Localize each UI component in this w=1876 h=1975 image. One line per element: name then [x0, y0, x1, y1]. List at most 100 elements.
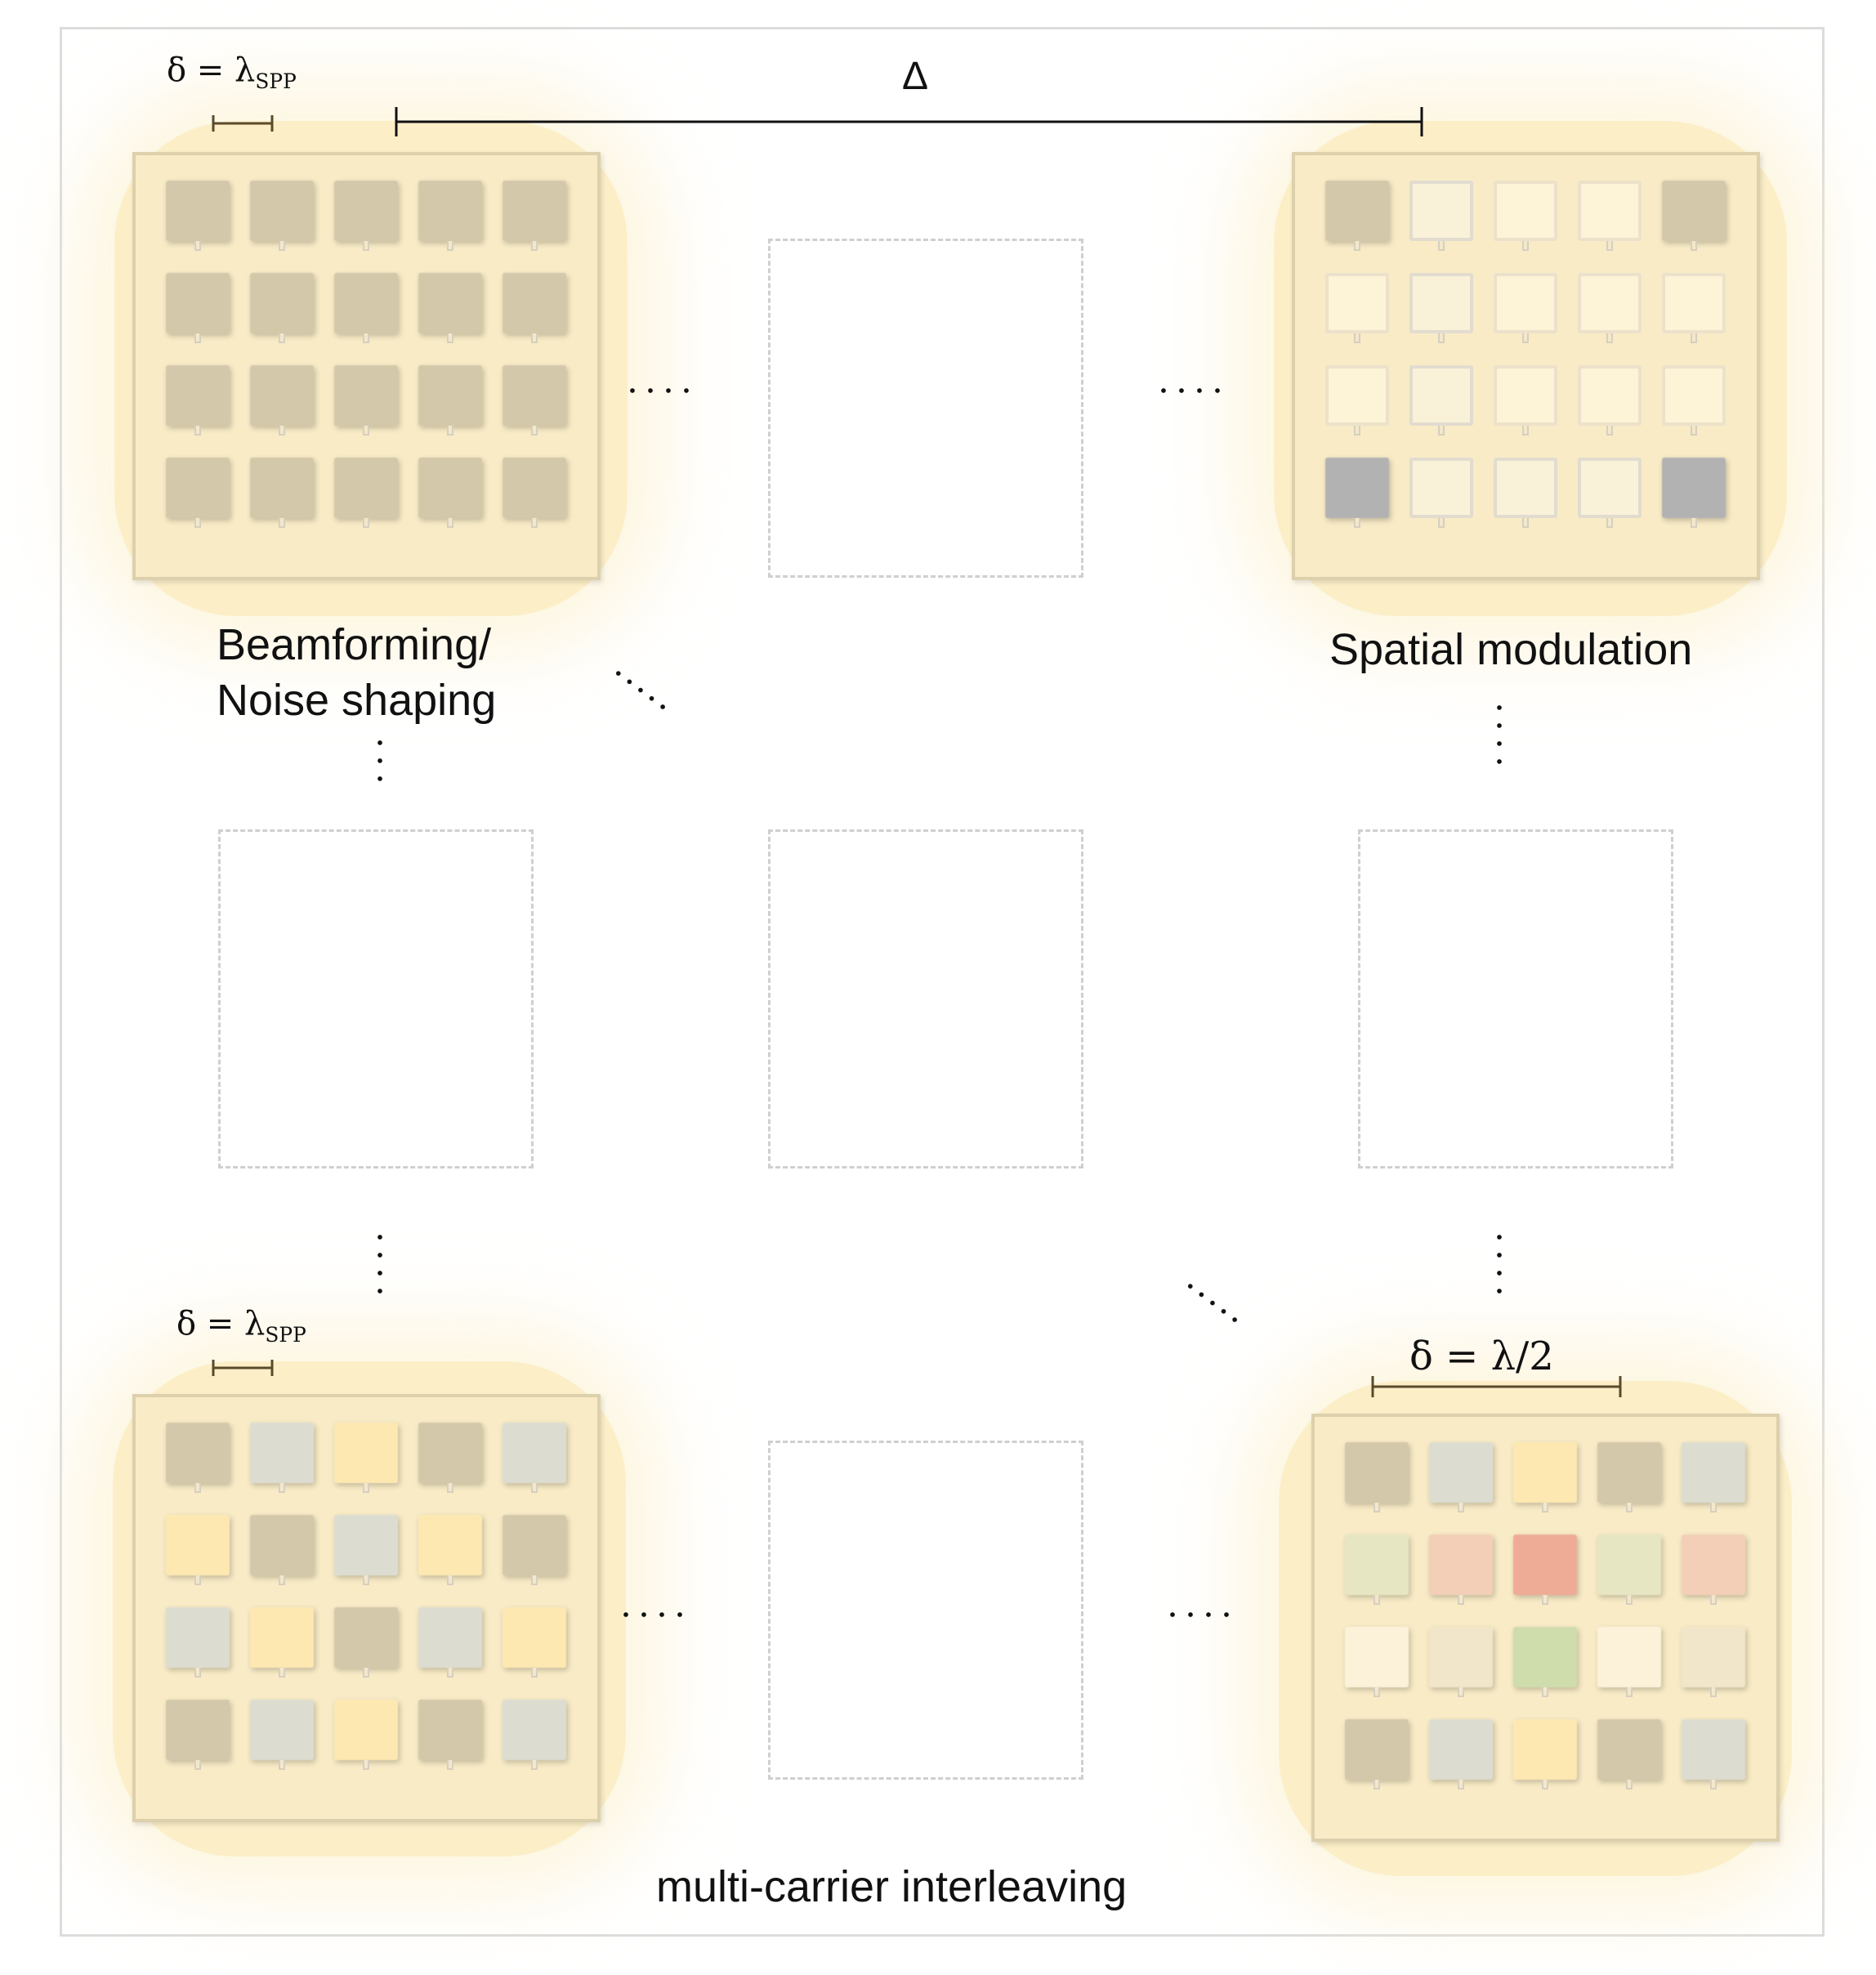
antenna-element — [334, 181, 398, 241]
spatial-modulation-label: Spatial modulation — [1329, 625, 1693, 674]
antenna-feed — [1438, 426, 1445, 436]
antenna-element — [250, 273, 314, 333]
antenna-element — [1682, 1442, 1745, 1503]
antenna-feed — [1374, 1503, 1380, 1513]
antenna-feed — [1458, 1780, 1464, 1790]
antenna-element — [1429, 1627, 1493, 1687]
antenna-feed — [194, 1483, 201, 1493]
antenna-feed — [1458, 1595, 1464, 1605]
antenna-feed — [1438, 241, 1445, 251]
antenna-feed — [363, 1575, 369, 1585]
ellipsis-right-upper — [1497, 699, 1502, 772]
antenna-feed — [531, 1760, 538, 1770]
antenna-feed — [1522, 333, 1529, 343]
antenna-feed — [1626, 1687, 1633, 1697]
antenna-feed — [447, 1483, 453, 1493]
antenna-element — [1429, 1719, 1493, 1780]
antenna-feed — [447, 1760, 453, 1770]
antenna-element — [334, 1607, 398, 1668]
antenna-element — [1662, 365, 1726, 426]
antenna-feed — [194, 1668, 201, 1678]
antenna-feed — [279, 1668, 285, 1678]
antenna-element — [1494, 181, 1557, 241]
antenna-feed — [1438, 518, 1445, 528]
ellipsis-left-lower — [377, 1228, 382, 1298]
antenna-feed — [1710, 1780, 1717, 1790]
spp-spacing-bracket-bottom — [212, 1360, 274, 1376]
multi-carrier-label: multi-carrier interleaving — [656, 1862, 1128, 1911]
antenna-feed — [1606, 426, 1613, 436]
antenna-feed — [363, 241, 369, 251]
antenna-feed — [279, 1760, 285, 1770]
antenna-feed — [1354, 241, 1360, 251]
antenna-element — [1513, 1535, 1577, 1595]
diagram-frame — [60, 27, 1825, 1937]
antenna-feed — [194, 1575, 201, 1585]
antenna-element — [1325, 365, 1389, 426]
antenna-feed — [279, 333, 285, 343]
antenna-element — [1409, 458, 1473, 518]
antenna-element — [1578, 365, 1642, 426]
antenna-feed — [1691, 241, 1697, 251]
antenna-feed — [531, 333, 538, 343]
antenna-feed — [363, 1668, 369, 1678]
antenna-feed — [194, 518, 201, 528]
antenna-feed — [447, 333, 453, 343]
antenna-feed — [1458, 1503, 1464, 1513]
antenna-element — [418, 1607, 482, 1668]
antenna-element — [1325, 181, 1389, 241]
antenna-feed — [447, 518, 453, 528]
antenna-feed — [363, 1483, 369, 1493]
antenna-element — [1409, 365, 1473, 426]
beamforming-label: Beamforming/ — [217, 620, 492, 669]
spp-spacing-label-bottom-text: δ = λSPP — [176, 1305, 306, 1347]
antenna-feed — [1374, 1687, 1380, 1697]
delta-spacing-bracket — [395, 107, 1423, 136]
antenna-element — [1682, 1627, 1745, 1687]
antenna-feed — [1542, 1595, 1548, 1605]
antenna-element — [250, 1700, 314, 1760]
antenna-element — [1409, 273, 1473, 333]
antenna-feed — [194, 426, 201, 436]
antenna-feed — [279, 518, 285, 528]
antenna-element — [418, 1515, 482, 1575]
antenna-element — [250, 1607, 314, 1668]
spp-spacing-label-bottom: δ = λSPP — [176, 1305, 306, 1347]
antenna-feed — [279, 241, 285, 251]
antenna-element — [1513, 1442, 1577, 1503]
antenna-element — [1429, 1442, 1493, 1503]
antenna-element — [166, 1607, 230, 1668]
antenna-element — [502, 1607, 566, 1668]
antenna-element — [250, 1423, 314, 1483]
antenna-element — [502, 181, 566, 241]
antenna-element — [1682, 1535, 1745, 1595]
antenna-element — [1325, 273, 1389, 333]
antenna-element — [1597, 1627, 1661, 1687]
antenna-element — [1494, 365, 1557, 426]
antenna-feed — [531, 518, 538, 528]
antenna-feed — [1354, 333, 1360, 343]
placeholder-array-top-center — [768, 239, 1083, 578]
antenna-feed — [1710, 1687, 1717, 1697]
placeholder-array-middle-left — [218, 829, 534, 1168]
antenna-feed — [531, 1575, 538, 1585]
antenna-element — [418, 1700, 482, 1760]
antenna-element — [250, 181, 314, 241]
antenna-feed — [531, 241, 538, 251]
antenna-array-top-left — [132, 152, 601, 580]
antenna-element — [418, 181, 482, 241]
antenna-element — [1662, 458, 1726, 518]
antenna-element — [166, 1515, 230, 1575]
antenna-element — [1578, 273, 1642, 333]
ellipsis-right-lower — [1497, 1228, 1502, 1298]
antenna-element — [334, 1423, 398, 1483]
antenna-element — [250, 365, 314, 426]
placeholder-array-bottom-center — [768, 1441, 1083, 1780]
antenna-feed — [447, 426, 453, 436]
antenna-element — [1597, 1719, 1661, 1780]
antenna-feed — [1606, 518, 1613, 528]
antenna-element — [166, 181, 230, 241]
antenna-feed — [1542, 1687, 1548, 1697]
antenna-element — [1578, 181, 1642, 241]
antenna-feed — [1606, 241, 1613, 251]
